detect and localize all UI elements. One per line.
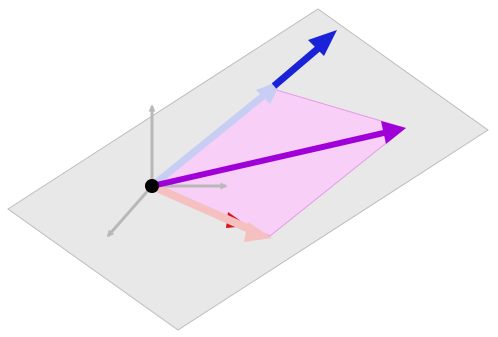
red-vector-arrow (150, 182, 272, 242)
blue-vector-dark-shaft (271, 43, 324, 89)
purple-sum-vector-arrow (151, 121, 406, 189)
red-vector-light-head (244, 222, 272, 242)
origin-point (145, 179, 159, 193)
blue-vector-dark-head (308, 30, 337, 56)
blue-vector-light-shaft (149, 89, 271, 189)
red-vector-light-shaft (150, 182, 258, 236)
purple-vector-head (381, 121, 406, 144)
blue-vector-arrow (149, 30, 337, 189)
purple-vector-shaft (151, 129, 389, 189)
axis-down-left (106, 185, 154, 238)
